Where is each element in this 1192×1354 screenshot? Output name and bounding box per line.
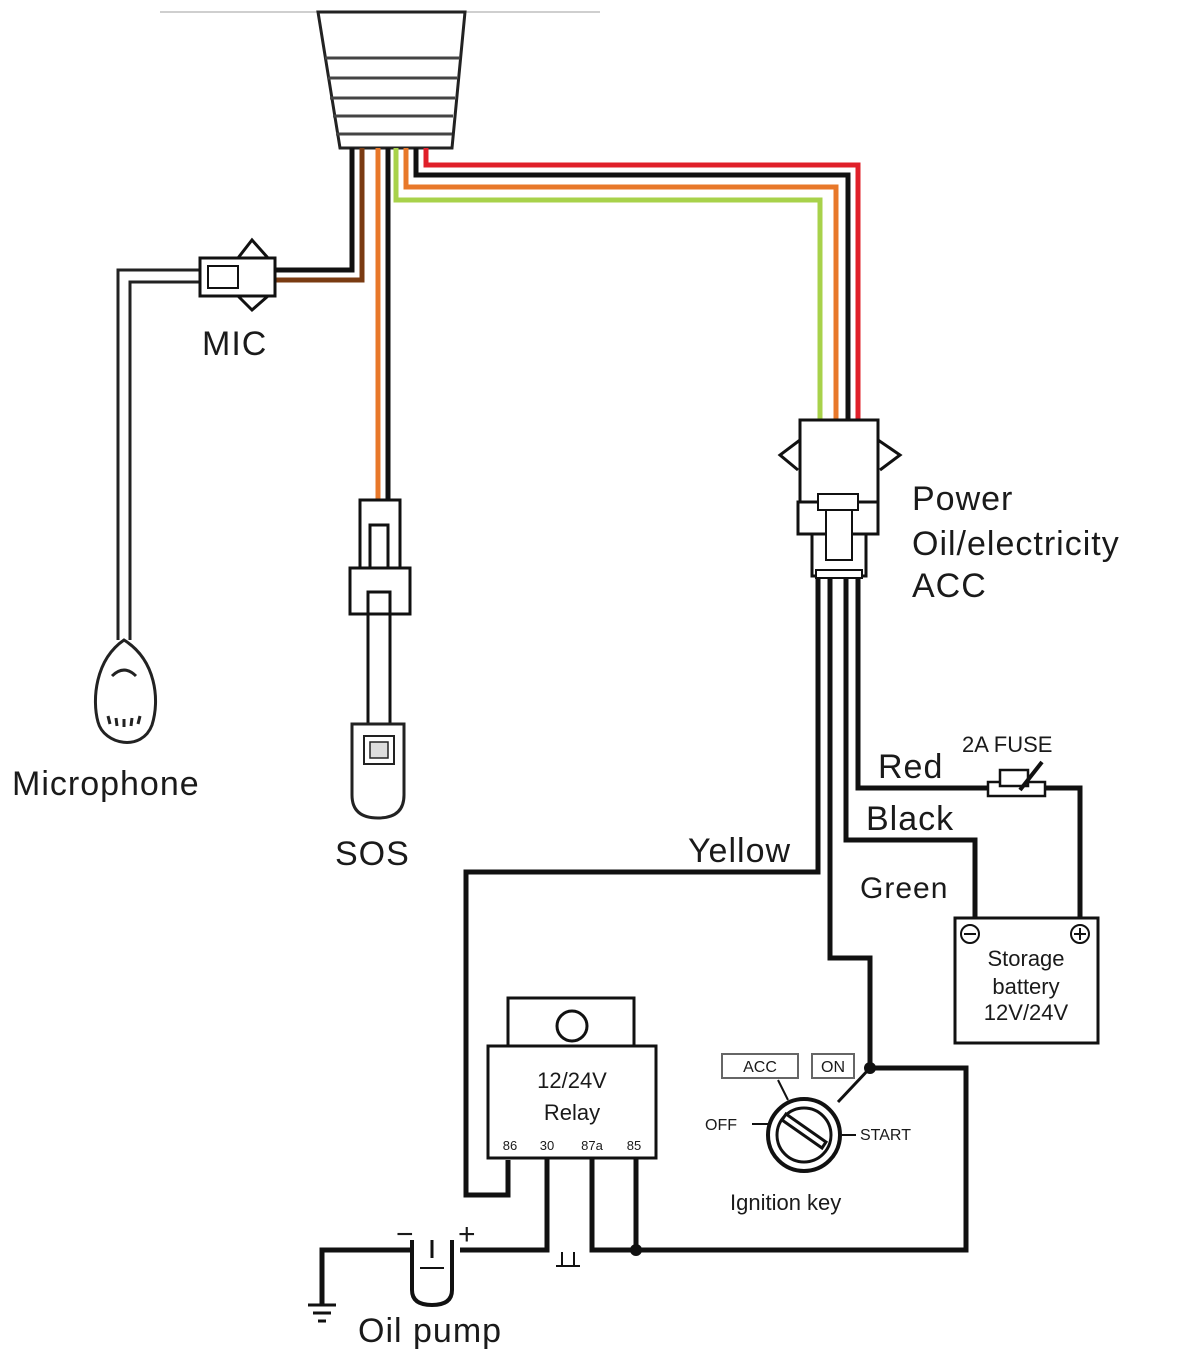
sos-connector xyxy=(348,498,412,726)
pump-minus-label: − xyxy=(396,1218,415,1251)
relay-label-line1: 12/24V xyxy=(537,1068,607,1093)
key-off-label: OFF xyxy=(705,1117,737,1134)
storage-battery xyxy=(953,916,1100,1045)
ignition-key-icon xyxy=(752,1079,856,1173)
red-wire-label: Red xyxy=(878,748,943,786)
wire-black xyxy=(413,148,851,420)
mic-harness xyxy=(116,148,365,640)
fuse-label: 2A FUSE xyxy=(962,732,1052,757)
wire-green xyxy=(393,148,823,420)
small-switch-icon xyxy=(556,1252,580,1267)
sos-label: SOS xyxy=(335,835,410,873)
relay-pin-87a: 87a xyxy=(581,1138,603,1153)
relay-pin-85: 85 xyxy=(627,1138,641,1153)
black-wire-label: Black xyxy=(866,800,954,838)
key-acc-box xyxy=(721,1053,799,1079)
relay xyxy=(486,996,658,1160)
fuse-icon xyxy=(986,760,1047,798)
acc-label: ACC xyxy=(912,567,987,605)
oil-pump-icon xyxy=(410,1240,454,1308)
junction-dot xyxy=(630,1244,642,1256)
mic-label: MIC xyxy=(202,325,267,363)
key-start-label: START xyxy=(860,1127,911,1144)
yellow-wire-label: Yellow xyxy=(688,832,791,870)
key-acc-label: ACC xyxy=(743,1059,777,1076)
oil-pump-label: Oil pump xyxy=(358,1312,502,1350)
relay-pin-86: 86 xyxy=(503,1138,517,1153)
ground-icon xyxy=(308,1303,336,1323)
power-label: Power xyxy=(912,480,1013,518)
output-wires xyxy=(463,578,1083,1198)
key-on-box xyxy=(811,1053,855,1079)
oil-electricity-label: Oil/electricity xyxy=(912,525,1120,563)
microphone-icon xyxy=(93,638,158,744)
power-connector xyxy=(777,418,903,579)
battery-label-line1: Storage xyxy=(987,946,1064,971)
battery-label-line3: 12V/24V xyxy=(984,1000,1069,1025)
key-on-label: ON xyxy=(821,1059,845,1076)
pump-plus-label: + xyxy=(458,1218,477,1251)
control-wires xyxy=(319,1065,969,1305)
junction-dot xyxy=(864,1062,876,1074)
microphone-label: Microphone xyxy=(12,765,200,803)
tracker-unit xyxy=(316,10,467,150)
ignition-key-label: Ignition key xyxy=(730,1190,841,1215)
mic-connector xyxy=(198,237,277,313)
power-harness xyxy=(393,148,861,420)
relay-pin-30: 30 xyxy=(540,1138,554,1153)
sos-button-icon xyxy=(350,722,406,820)
green-wire-label: Green xyxy=(860,872,948,905)
battery-label-line2: battery xyxy=(992,974,1059,999)
relay-label-line2: Relay xyxy=(544,1100,600,1125)
wire-orange xyxy=(403,148,839,420)
wire-red xyxy=(423,148,861,420)
sos-harness xyxy=(375,148,391,500)
